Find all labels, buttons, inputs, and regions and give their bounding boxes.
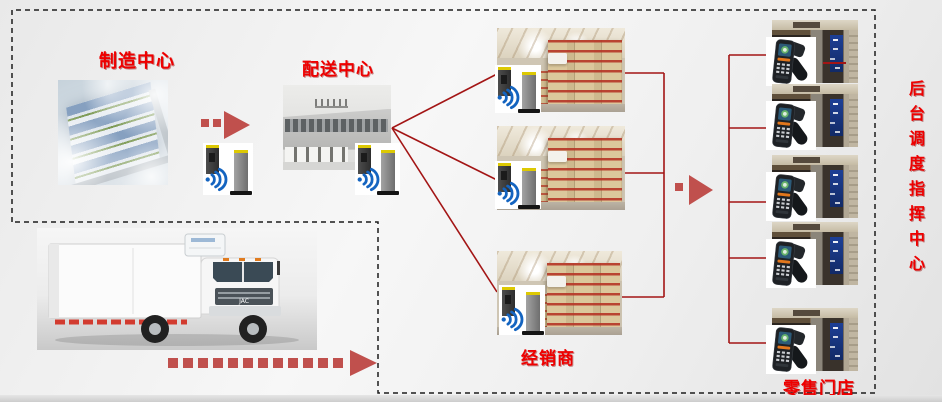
handheld-scanner-icon [766, 37, 816, 86]
rfid-gate-reader-icon [203, 143, 253, 195]
reader-tower-large [518, 168, 540, 209]
loading-dock-trucks [285, 147, 348, 162]
handheld-scanner-icon [766, 172, 816, 221]
wifi-signal-icon [500, 307, 524, 332]
reader-tower-large [522, 292, 544, 335]
cloud-overlay [58, 80, 168, 185]
rfid-gate-reader-icon [499, 285, 545, 335]
wifi-signal-icon [204, 167, 228, 192]
delivery-truck-image: JAC [37, 228, 317, 350]
reader-tower-large [518, 72, 540, 113]
truck-brand-text: JAC [238, 298, 249, 305]
retail-store-item [752, 20, 862, 86]
dashed-arrow-icon [675, 175, 713, 205]
distribution-fan-lines [391, 54, 766, 344]
wifi-signal-icon [356, 167, 380, 192]
reader-tower-small [358, 145, 371, 174]
retail-store-item [752, 222, 862, 288]
factory-aerial-image [58, 80, 168, 185]
dashed-arrow-icon [201, 111, 250, 139]
dashed-boundary [11, 9, 876, 394]
wifi-signal-icon [496, 85, 520, 110]
ground [283, 161, 391, 170]
reader-tower-large [230, 150, 252, 195]
bottom-shadow-band [0, 395, 942, 402]
retail-store-item [752, 308, 862, 374]
label-backstage-dispatch-center: 后台调度指挥中心 [906, 80, 925, 280]
label-distribution-center: 配送中心 [302, 60, 374, 80]
label-dealer: 经销商 [521, 349, 575, 369]
store-connector-segment [823, 62, 846, 64]
rfid-gate-reader-icon [355, 143, 400, 195]
reader-tower-small [502, 287, 515, 316]
truck-illustration: JAC [48, 233, 299, 346]
retail-store-item [752, 84, 862, 150]
handheld-scanner-icon [766, 325, 816, 374]
rfid-gate-reader-icon [495, 161, 541, 209]
reader-tower-large [377, 150, 399, 195]
distribution-center-image [283, 85, 391, 170]
wifi-signal-icon [496, 181, 520, 206]
label-retail-stores: 零售门店 [783, 379, 855, 399]
dashed-arrow-icon [168, 350, 377, 376]
reader-tower-small [206, 145, 219, 174]
handheld-scanner-icon [766, 101, 816, 150]
retail-store-item [752, 155, 862, 221]
handheld-scanner-icon [766, 239, 816, 288]
rfid-gate-reader-icon [495, 65, 541, 113]
label-manufacturing-center: 制造中心 [99, 51, 175, 72]
roof-railing [315, 98, 348, 109]
